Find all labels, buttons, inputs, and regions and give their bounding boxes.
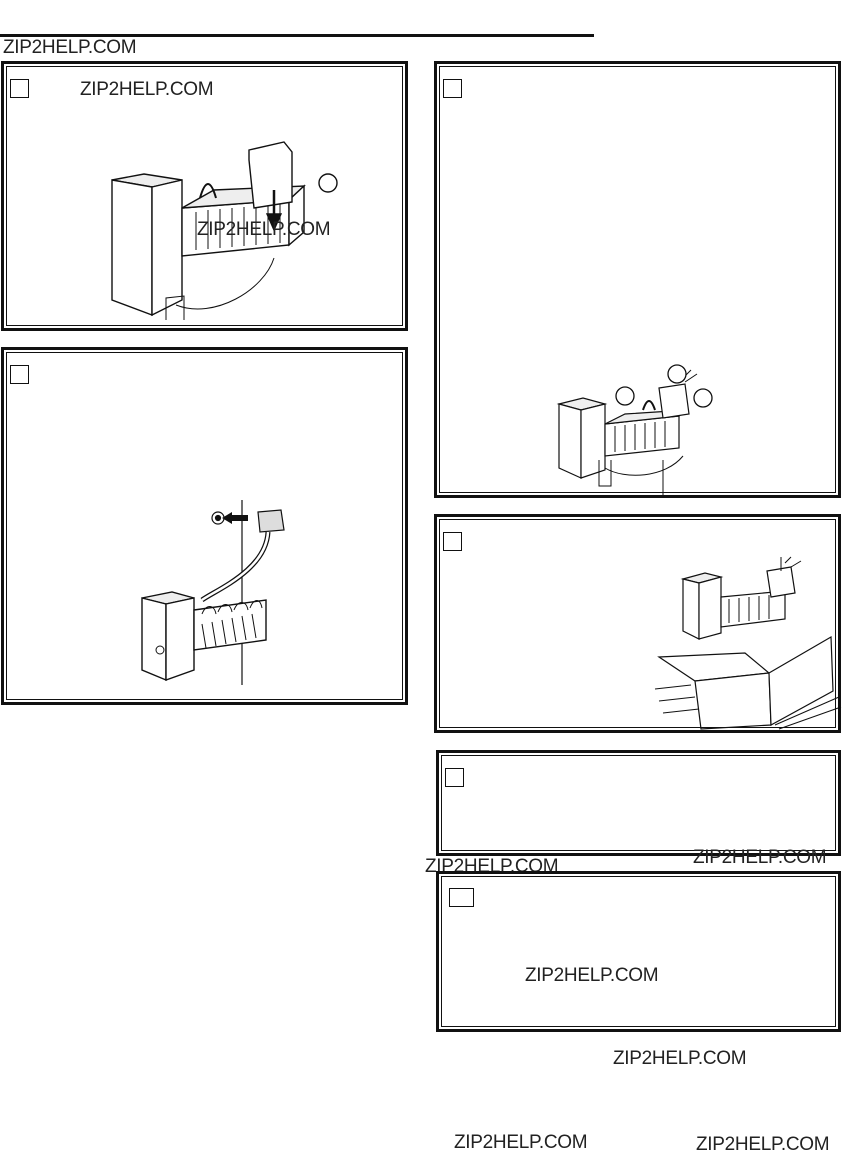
- panel-ice-maker-bin: [434, 514, 842, 733]
- step-number-box: [10, 365, 29, 384]
- step-number-box: [443, 532, 462, 551]
- ice-maker-plug-illustration: [141, 500, 285, 685]
- step-number-box: [443, 79, 462, 98]
- watermark-text: ZIP2HELP.COM: [3, 37, 137, 58]
- step-number-box: [445, 768, 464, 787]
- panel-install-bucket: ZIP2HELP.COM ZIP2HELP.COM: [1, 61, 408, 331]
- panel-connect-plug: [1, 347, 408, 705]
- watermark-text: ZIP2HELP.COM: [525, 965, 659, 986]
- watermark-text: ZIP2HELP.COM: [693, 847, 827, 868]
- panel-step-empty-2: ZIP2HELP.COM: [436, 871, 841, 1032]
- header-rule: [0, 34, 594, 37]
- step-number-box: [449, 888, 474, 907]
- ice-maker-illustration: [111, 141, 338, 320]
- watermark-text: ZIP2HELP.COM: [454, 1132, 588, 1153]
- watermark-text: ZIP2HELP.COM: [80, 79, 214, 100]
- ice-maker-bin-illustration: [654, 556, 842, 730]
- panel-ice-maker-parts: [434, 61, 841, 498]
- watermark-text: ZIP2HELP.COM: [197, 219, 331, 240]
- panel-step-empty-1: [436, 750, 841, 856]
- watermark-text: ZIP2HELP.COM: [613, 1048, 747, 1069]
- ice-maker-callout-illustration: [556, 364, 713, 496]
- step-number-box: [10, 79, 29, 98]
- watermark-text: ZIP2HELP.COM: [696, 1134, 830, 1155]
